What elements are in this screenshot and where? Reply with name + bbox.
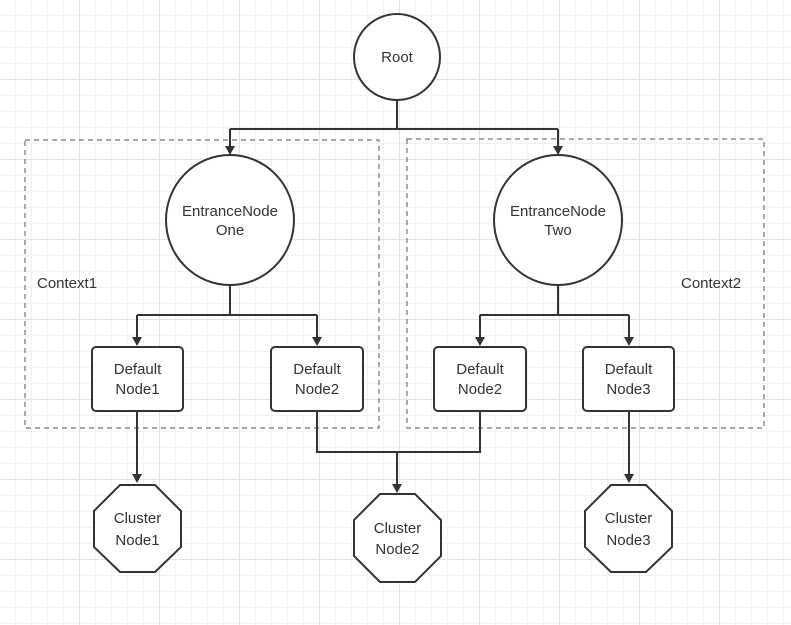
entrance-node-two-line1: EntranceNode (510, 203, 606, 220)
arrowhead (312, 337, 322, 346)
arrowhead (624, 474, 634, 483)
edge-entrance-one-defaults (132, 286, 322, 346)
default-node3-context2-line1: Default (605, 361, 653, 378)
arrowhead (225, 146, 235, 155)
cluster-node3-line2: Node3 (606, 532, 650, 549)
arrowhead (624, 337, 634, 346)
cluster-node2[interactable]: Cluster Node2 (353, 493, 442, 583)
default-node2-context1-line2: Node2 (295, 381, 339, 398)
root-node[interactable]: Root (353, 13, 441, 101)
cluster-node1-line1: Cluster (114, 510, 162, 527)
default-node2-context1-line1: Default (293, 361, 341, 378)
context1-label: Context1 (37, 275, 97, 292)
arrowhead (553, 146, 563, 155)
arrowhead (132, 337, 142, 346)
default-node2-context1[interactable]: Default Node2 (270, 346, 364, 412)
cluster-node1[interactable]: Cluster Node1 (93, 484, 182, 573)
entrance-node-two[interactable]: EntranceNode Two (493, 154, 623, 286)
default-node1-context1-line2: Node1 (115, 381, 159, 398)
context2-label: Context2 (681, 275, 741, 292)
default-node2-context2-line1: Default (456, 361, 504, 378)
edge-root-entrances (225, 100, 563, 155)
cluster-node2-line2: Node2 (375, 541, 419, 558)
arrowhead (132, 474, 142, 483)
cluster-node3[interactable]: Cluster Node3 (584, 484, 673, 573)
default-node2-context2-line2: Node2 (458, 381, 502, 398)
default-node2-context2[interactable]: Default Node2 (433, 346, 527, 412)
arrowhead (392, 484, 402, 493)
default-node3-context2[interactable]: Default Node3 (582, 346, 675, 412)
cluster-node3-line1: Cluster (605, 510, 653, 527)
entrance-node-one-line2: One (216, 222, 244, 239)
default-node1-context1[interactable]: Default Node1 (91, 346, 184, 412)
entrance-node-one-line1: EntranceNode (182, 203, 278, 220)
edge-entrance-two-defaults (475, 286, 634, 346)
entrance-node-two-line2: Two (544, 222, 572, 239)
cluster-node2-line1: Cluster (374, 520, 422, 537)
context1-boundary[interactable] (24, 139, 380, 429)
default-node1-context1-line1: Default (114, 361, 162, 378)
context2-boundary[interactable] (406, 138, 765, 429)
entrance-node-one[interactable]: EntranceNode One (165, 154, 295, 286)
cluster-node1-line2: Node1 (115, 532, 159, 549)
default-node3-context2-line2: Node3 (606, 381, 650, 398)
root-label: Root (381, 49, 414, 66)
arrowhead (475, 337, 485, 346)
edge-defaults-clusters (132, 411, 634, 493)
